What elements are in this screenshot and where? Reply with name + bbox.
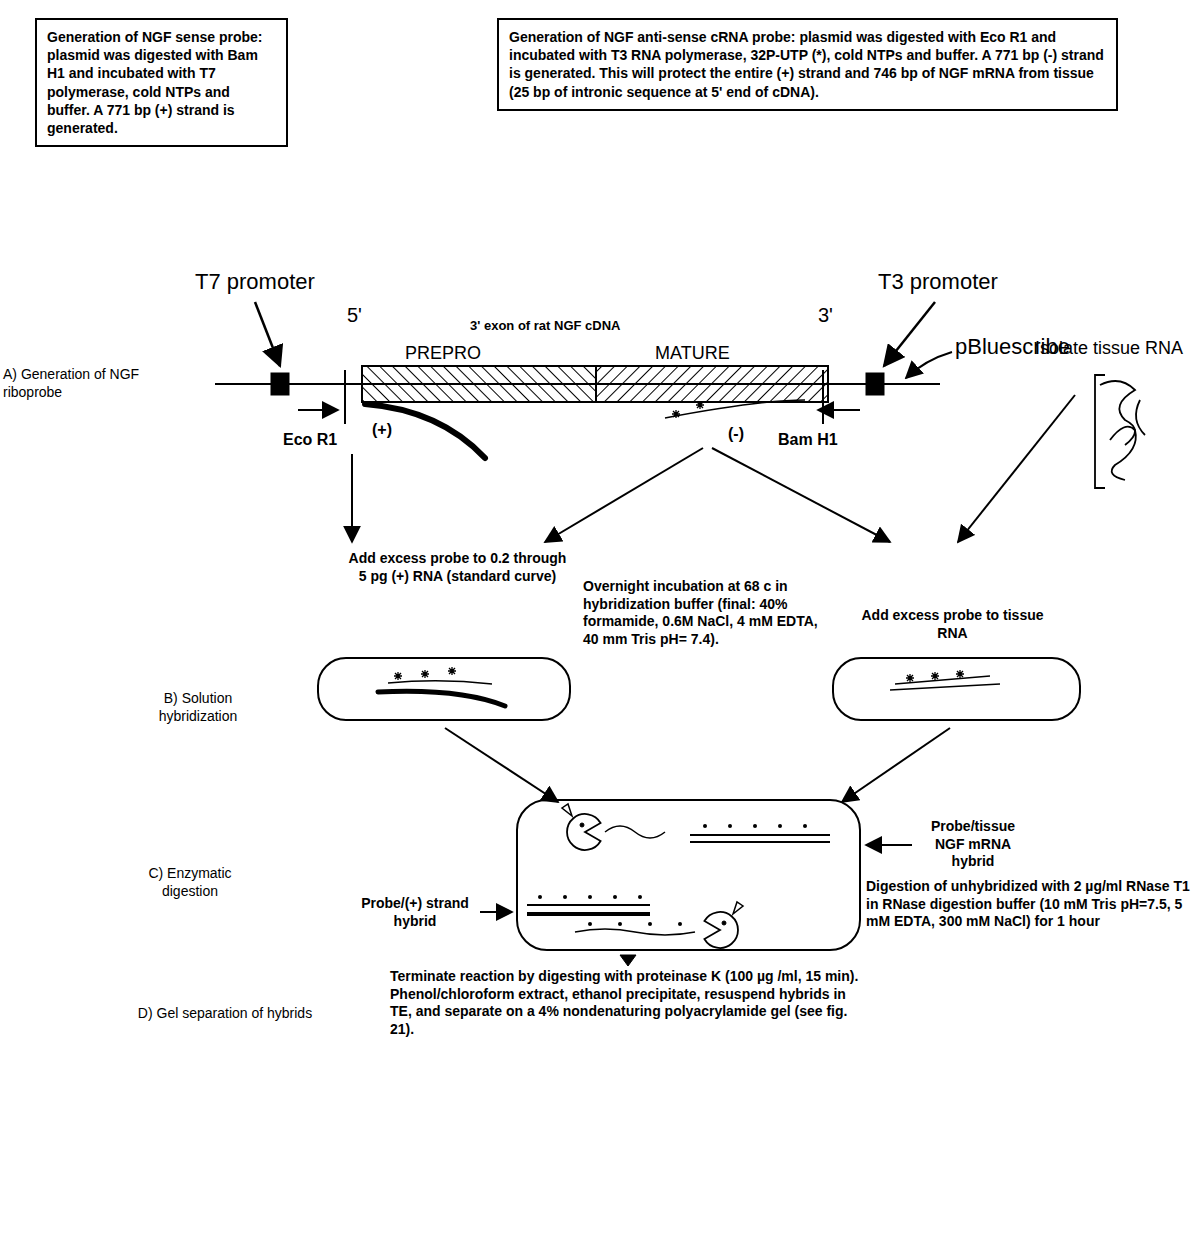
annotation-label: B) Solution hybridization (133, 690, 263, 725)
flow-arrows (352, 395, 1075, 912)
annotation-label: Bam H1 (778, 430, 838, 450)
annotation-label: Overnight incubation at 68 c in hybridiz… (583, 578, 828, 648)
box-text: Generation of NGF anti-sense cRNA probe:… (509, 28, 1106, 101)
annotation-label: D) Gel separation of hybrids (130, 1005, 320, 1023)
hybridization-tube (318, 658, 1080, 720)
annotation-label: Add excess probe to tissue RNA (845, 607, 1060, 642)
annotation-label: (+) (372, 420, 392, 440)
digestion-tube (517, 800, 860, 966)
annotation-label: Isolate tissue RNA (1035, 337, 1183, 360)
annotation-label: 3' exon of rat NGF cDNA (470, 318, 620, 334)
annotation-label: Digestion of unhybridized with 2 µg/ml R… (866, 878, 1191, 931)
description-box: Generation of NGF sense probe: plasmid w… (35, 18, 288, 147)
annotation-label: T7 promoter (195, 268, 315, 296)
tissue-rna-sample (1095, 375, 1145, 488)
annotation-label: 5' (347, 303, 362, 328)
annotation-label: MATURE (655, 342, 730, 365)
annotation-label: 3' (818, 303, 833, 328)
description-box: Generation of NGF anti-sense cRNA probe:… (497, 18, 1118, 111)
annotation-label: (-) (728, 424, 744, 444)
annotation-label: PREPRO (405, 342, 481, 365)
annotation-label: Probe/tissue NGF mRNA hybrid (918, 818, 1028, 871)
annotation-label: T3 promoter (878, 268, 998, 296)
box-text: Generation of NGF sense probe: plasmid w… (47, 28, 276, 137)
annotation-label: Terminate reaction by digesting with pro… (390, 968, 860, 1038)
annotation-label: A) Generation of NGF riboprobe (3, 366, 183, 401)
label-dots (538, 824, 807, 926)
annotation-label: C) Enzymatic digestion (130, 865, 250, 900)
annotation-label: Probe/(+) strand hybrid (355, 895, 475, 930)
annotation-label: Add excess probe to 0.2 through 5 pg (+)… (345, 550, 570, 585)
annotation-label: Eco R1 (283, 430, 337, 450)
plasmid-map (215, 302, 952, 458)
